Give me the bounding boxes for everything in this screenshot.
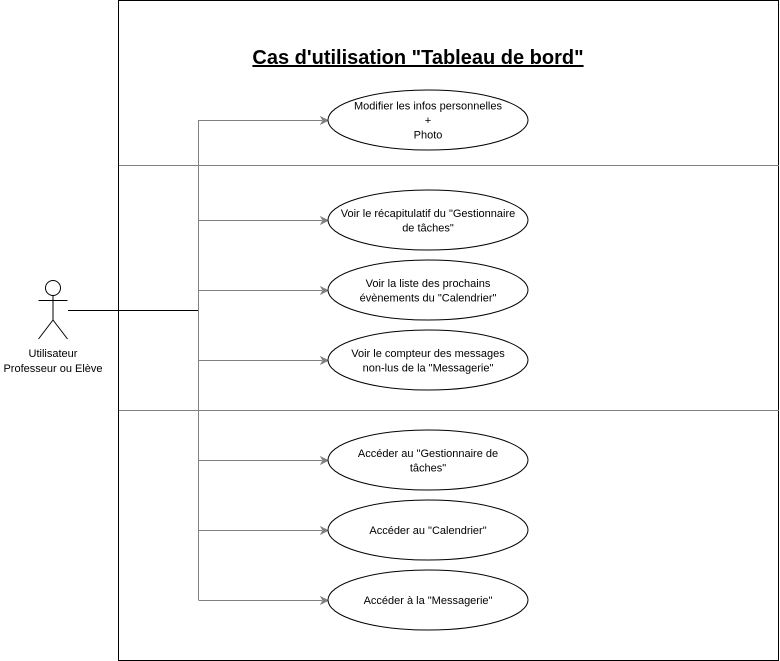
use-case-ellipse[interactable] [327,89,529,151]
use-case-ellipse[interactable] [327,429,529,491]
use-case-label-line: Photo [414,130,443,142]
use-case-7[interactable]: Accéder à la "Messagerie" [327,569,529,631]
use-case-label-line: Voir le récapitulatif du "Gestionnaire [341,208,516,220]
use-case-ellipse[interactable] [327,569,529,631]
use-case-2[interactable]: Voir le récapitulatif du "Gestionnaire de… [327,189,529,251]
arrowhead-icon [319,525,330,536]
use-case-label-line: Accéder à la "Messagerie" [364,595,493,607]
use-case-label-line: évènements du "Calendrier" [360,292,497,304]
use-case-ellipse[interactable] [327,259,529,321]
diagram-title: Cas d'utilisation "Tableau de bord" [252,47,583,69]
use-case-label-line: Voir la liste des prochains [366,278,491,290]
use-case-label-line: Accéder au "Calendrier" [369,525,486,537]
arrowhead-icon [319,285,330,296]
use-case-label-line: Voir le compteur des messages [351,348,505,360]
use-case-label-line: non-lus de la "Messagerie" [363,362,494,374]
use-case-label-line: tâches" [410,462,446,474]
use-case-label-line: + [425,115,431,127]
arrowhead-icon [319,215,330,226]
use-case-label-line: de tâches" [402,222,454,234]
use-case-5[interactable]: Accéder au "Gestionnaire de tâches" [327,429,529,491]
connectors-group [198,115,330,606]
use-case-ellipse[interactable] [327,499,529,561]
actor-stick-figure-icon[interactable] [38,280,68,340]
use-case-4[interactable]: Voir le compteur des messages non-lus de … [327,329,529,391]
arrowhead-icon [319,115,330,126]
use-case-1[interactable]: Modifier les infos personnelles + Photo [327,89,529,151]
use-case-3[interactable]: Voir la liste des prochains évènements du… [327,259,529,321]
arrowhead-icon [319,455,330,466]
arrowhead-icon [319,355,330,366]
actor-label-type: Professeur ou Elève [3,363,102,375]
use-case-6[interactable]: Accéder au "Calendrier" [327,499,529,561]
use-case-label-line: Accéder au "Gestionnaire de [358,448,498,460]
use-cases-group: Modifier les infos personnelles + PhotoVoi… [327,89,529,631]
use-case-label-line: Modifier les infos personnelles [354,101,502,113]
arrowhead-icon [319,595,330,606]
actor-label-role: Utilisateur [29,348,78,360]
use-case-ellipse[interactable] [327,189,529,251]
use-case-ellipse[interactable] [327,329,529,391]
